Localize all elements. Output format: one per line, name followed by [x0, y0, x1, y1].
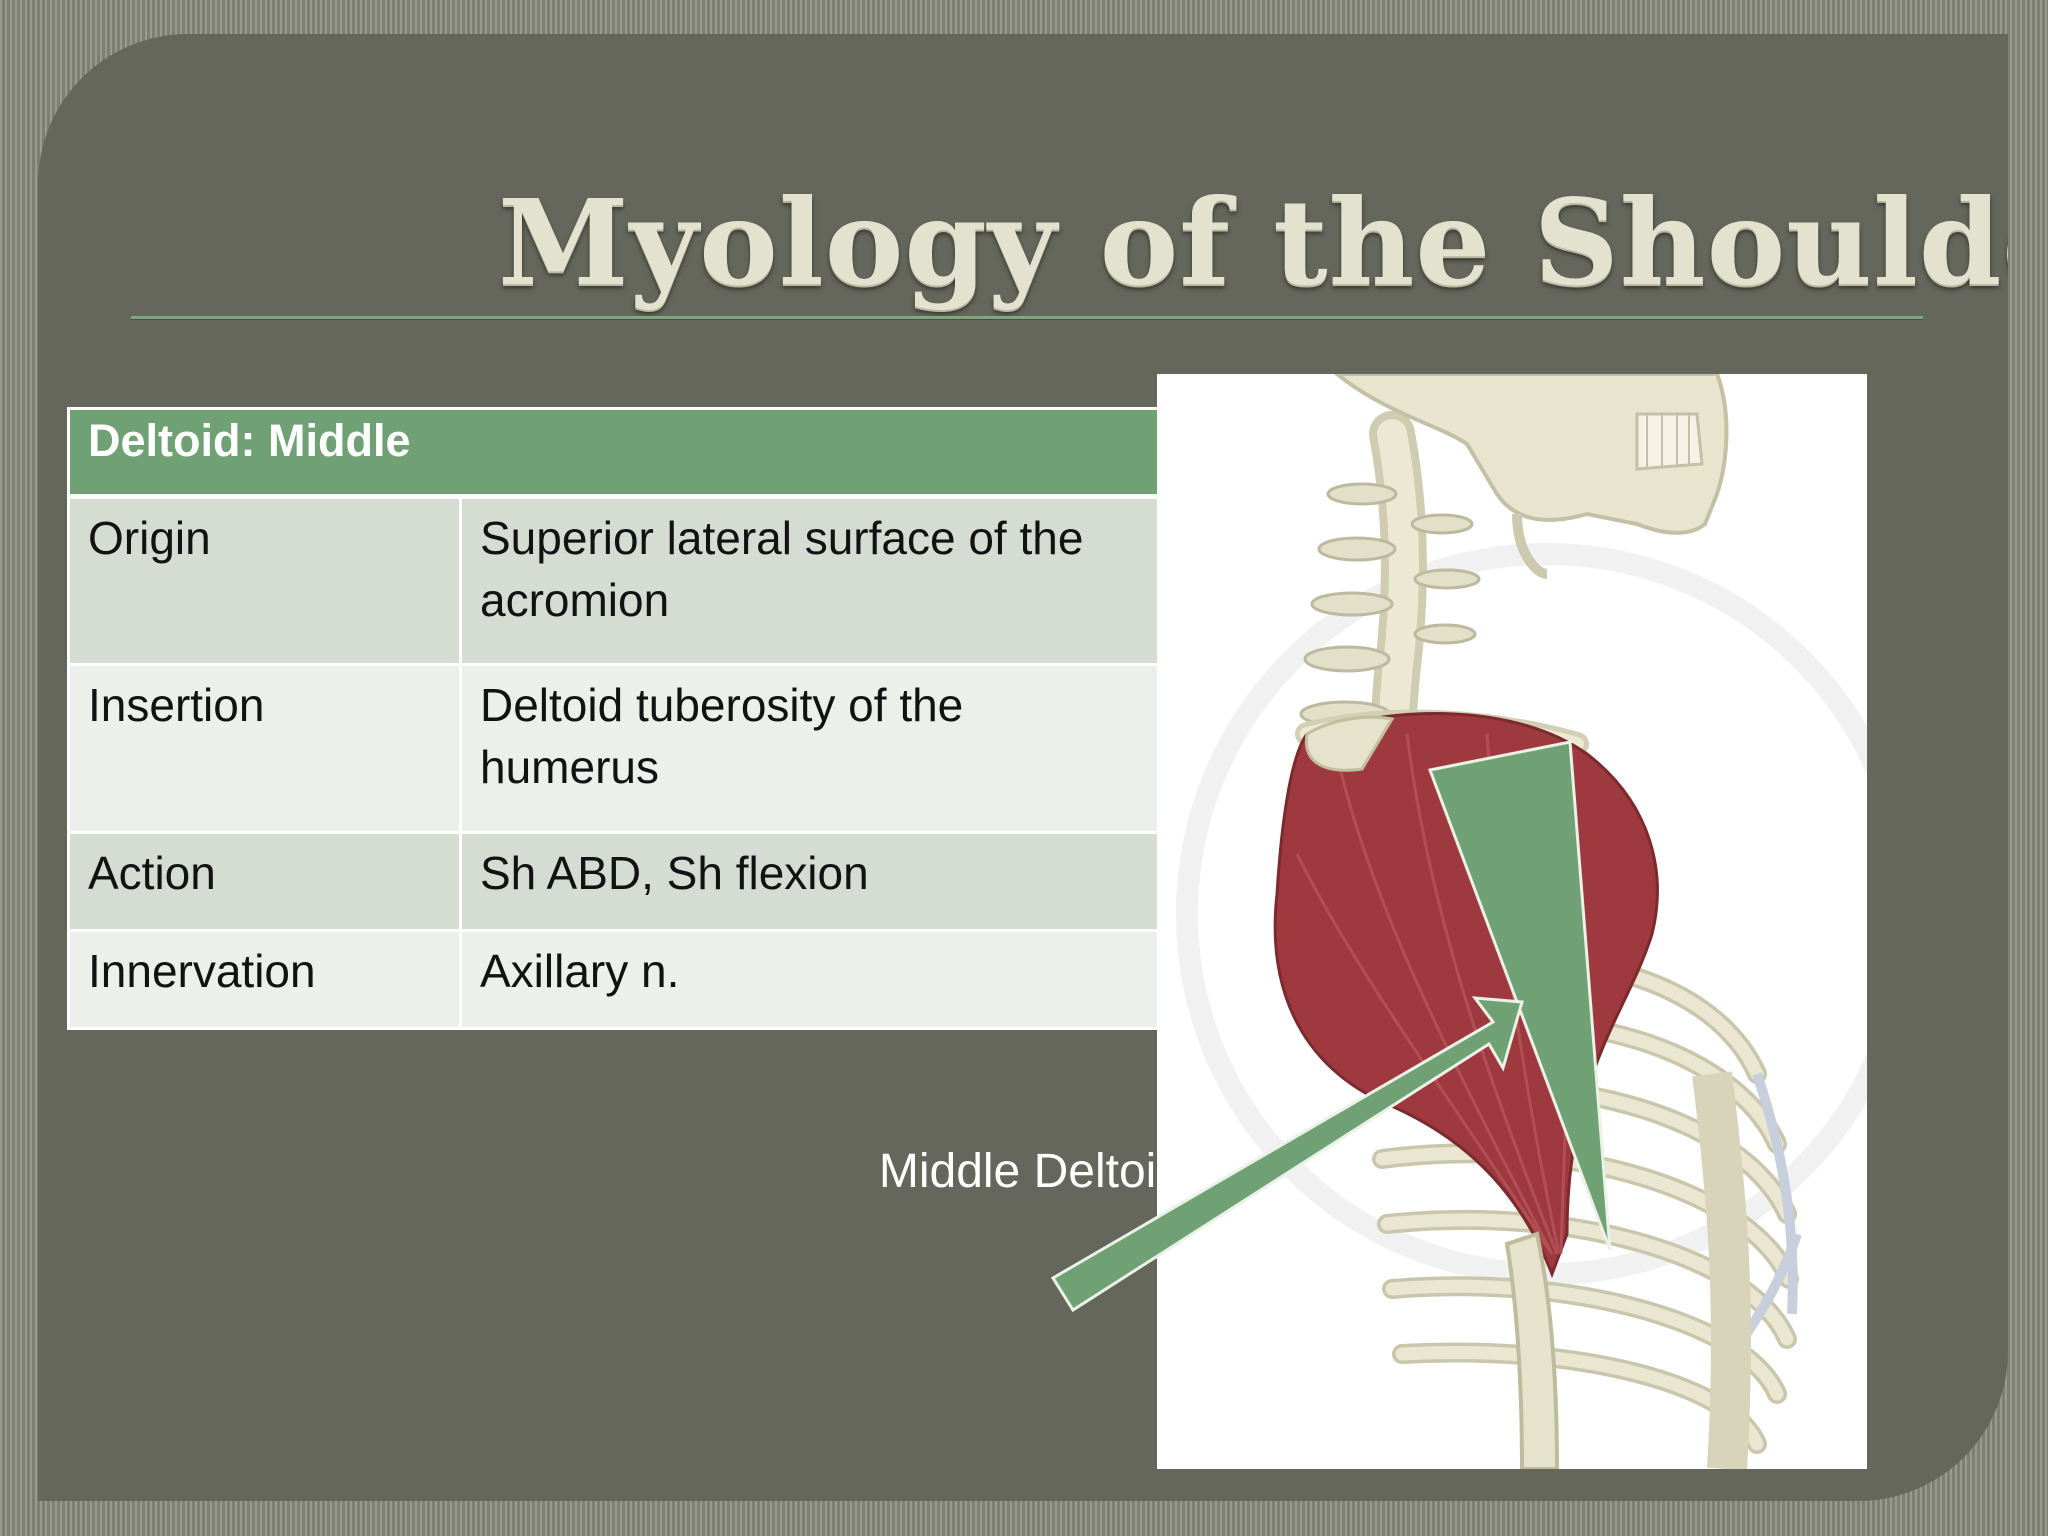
watermark-circle	[1176, 543, 1867, 1285]
sternum	[1692, 1071, 1752, 1469]
slide-title: Myology of the Shoulder	[498, 173, 2008, 312]
row-label: Action	[67, 831, 462, 932]
shoulder-illustration	[1157, 374, 1867, 1469]
row-label: Insertion	[67, 663, 462, 834]
table-row-origin: Origin Superior lateral surface of the a…	[67, 495, 1161, 666]
table-row-action: Action Sh ABD, Sh flexion	[67, 831, 1161, 932]
illustration-caption: Middle Deltoid	[878, 1145, 1183, 1198]
row-value: Deltoid tuberosity of the humerus	[459, 663, 1161, 834]
row-label: Origin	[67, 495, 462, 666]
title-divider	[131, 316, 1923, 319]
table-header-cell: Deltoid: Middle	[67, 407, 1161, 499]
skeleton-drawing	[1176, 374, 1867, 1469]
skull	[1333, 374, 1729, 579]
table-header-row: Deltoid: Middle	[67, 407, 1161, 499]
row-value: Axillary n.	[459, 929, 1161, 1030]
table-row-innervation: Innervation Axillary n.	[67, 929, 1161, 1030]
row-value: Superior lateral surface of the acromion	[459, 495, 1161, 666]
muscle-info-table: Deltoid: Middle Origin Superior lateral …	[67, 407, 1161, 1030]
row-label: Innervation	[67, 929, 462, 1030]
table-row-insertion: Insertion Deltoid tuberosity of the hume…	[67, 663, 1161, 834]
row-value: Sh ABD, Sh flexion	[459, 831, 1161, 932]
